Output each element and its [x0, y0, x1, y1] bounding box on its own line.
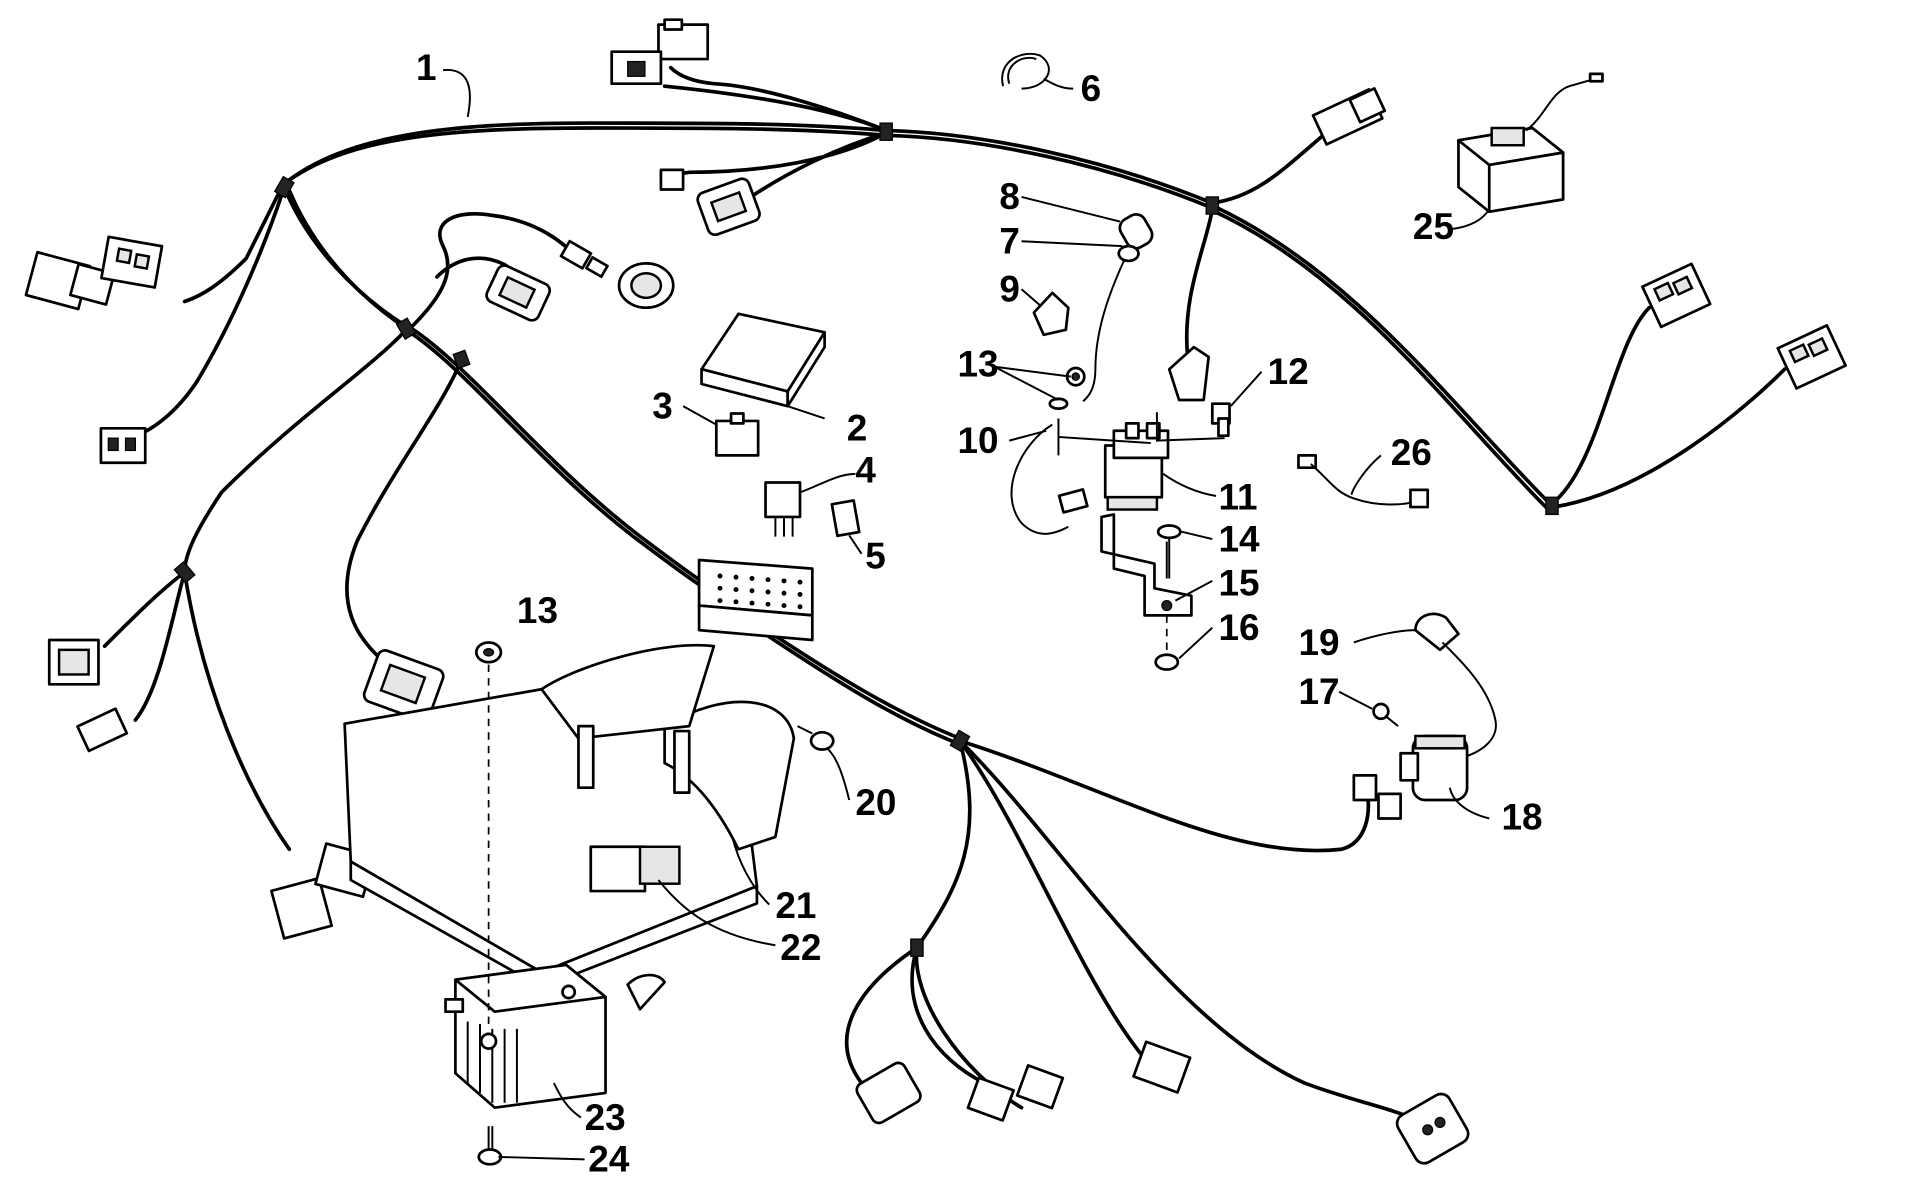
callout-5: 5	[865, 536, 886, 577]
connector-left-lower-1	[47, 638, 100, 686]
callout-22: 22	[780, 927, 821, 968]
callout-14: 14	[1218, 518, 1260, 559]
callout-16: 16	[1218, 607, 1259, 648]
connector-quad-right-1	[1641, 262, 1712, 329]
connector-upper-mid	[485, 264, 552, 322]
connector-bottom-2	[966, 1064, 1065, 1122]
spark-plug-cap-19	[1414, 612, 1497, 758]
connector-left-mid	[99, 426, 147, 465]
callout-9: 9	[999, 269, 1020, 310]
ignition-coil-18	[1399, 734, 1469, 802]
callout-15: 15	[1218, 563, 1259, 604]
lead-wire-7	[1082, 244, 1140, 402]
connector-center-left	[362, 649, 445, 723]
voltage-regulator-23	[444, 963, 607, 1110]
connector-quad-right-2	[1776, 324, 1847, 390]
relay-module-25	[1457, 72, 1604, 214]
connector-top-4	[696, 177, 761, 237]
bolt-20	[797, 725, 835, 751]
spade-terminal-upper-mid	[559, 239, 609, 279]
screw-14	[1156, 524, 1182, 579]
connector-top-right	[1311, 87, 1387, 146]
callout-numbers: 1 2 3 4 5 6 7 8 9 10 11 12 13 13 14 15 1…	[416, 47, 1543, 1180]
callout-23: 23	[585, 1097, 626, 1138]
bolt-24	[477, 1126, 503, 1166]
callout-11: 11	[1218, 477, 1257, 518]
connector-left-upper-2	[100, 235, 164, 289]
callout-12: 12	[1268, 351, 1309, 392]
terminal-boot-9	[1032, 291, 1070, 337]
callout-10: 10	[958, 420, 999, 461]
relay-4	[764, 481, 802, 537]
callout-26: 26	[1391, 432, 1432, 473]
connector-top-3	[659, 168, 685, 191]
fuse-3	[714, 412, 760, 457]
cable-tie-6	[1001, 52, 1050, 90]
main-wiring-harness	[102, 65, 1787, 1122]
harness-connectors	[24, 18, 1847, 1165]
nut-13-lower	[474, 641, 503, 1029]
fuse-5	[830, 499, 861, 538]
connector-right-mid	[1352, 774, 1402, 820]
callout-13-lower: 13	[517, 590, 558, 631]
connector-top-1	[657, 18, 710, 61]
callout-18: 18	[1502, 797, 1543, 838]
callout-17: 17	[1298, 671, 1339, 712]
callout-20: 20	[855, 782, 896, 823]
callout-1: 1	[416, 47, 437, 88]
callout-7: 7	[999, 221, 1020, 262]
connector-12	[1210, 402, 1231, 438]
connector-left-upper-1	[24, 250, 116, 311]
cap-8	[1118, 213, 1154, 250]
connector-bottom-1	[855, 1061, 922, 1125]
relay-mount-22	[589, 845, 681, 893]
callout-3: 3	[652, 385, 673, 426]
harness-plug-near-11	[1167, 345, 1210, 402]
connector-left-lower-2	[76, 707, 129, 753]
fuse-box-cover	[700, 312, 826, 408]
callout-4: 4	[855, 449, 876, 490]
cable-10	[1010, 423, 1089, 535]
callout-6: 6	[1081, 68, 1102, 109]
connector-bottom-3	[1132, 1040, 1192, 1094]
callout-21: 21	[775, 885, 816, 926]
connector-top-2	[610, 50, 663, 86]
callout-19: 19	[1298, 622, 1339, 663]
callout-2: 2	[847, 408, 868, 449]
callout-8: 8	[999, 176, 1020, 217]
electrical-tray-21	[343, 643, 796, 1011]
connector-bottom-right	[1395, 1092, 1470, 1165]
fuse-block	[697, 558, 814, 642]
starter-solenoid-11	[1103, 422, 1170, 511]
screw-17	[1372, 702, 1399, 727]
callout-25: 25	[1413, 206, 1454, 247]
ground-strap-26	[1297, 454, 1430, 509]
leader-lines	[442, 69, 1491, 1161]
bracket-15	[1100, 513, 1193, 617]
grommet-upper-mid	[617, 262, 675, 310]
callout-24: 24	[588, 1139, 630, 1180]
nut-16	[1154, 615, 1180, 671]
callout-13-upper: 13	[958, 344, 999, 385]
